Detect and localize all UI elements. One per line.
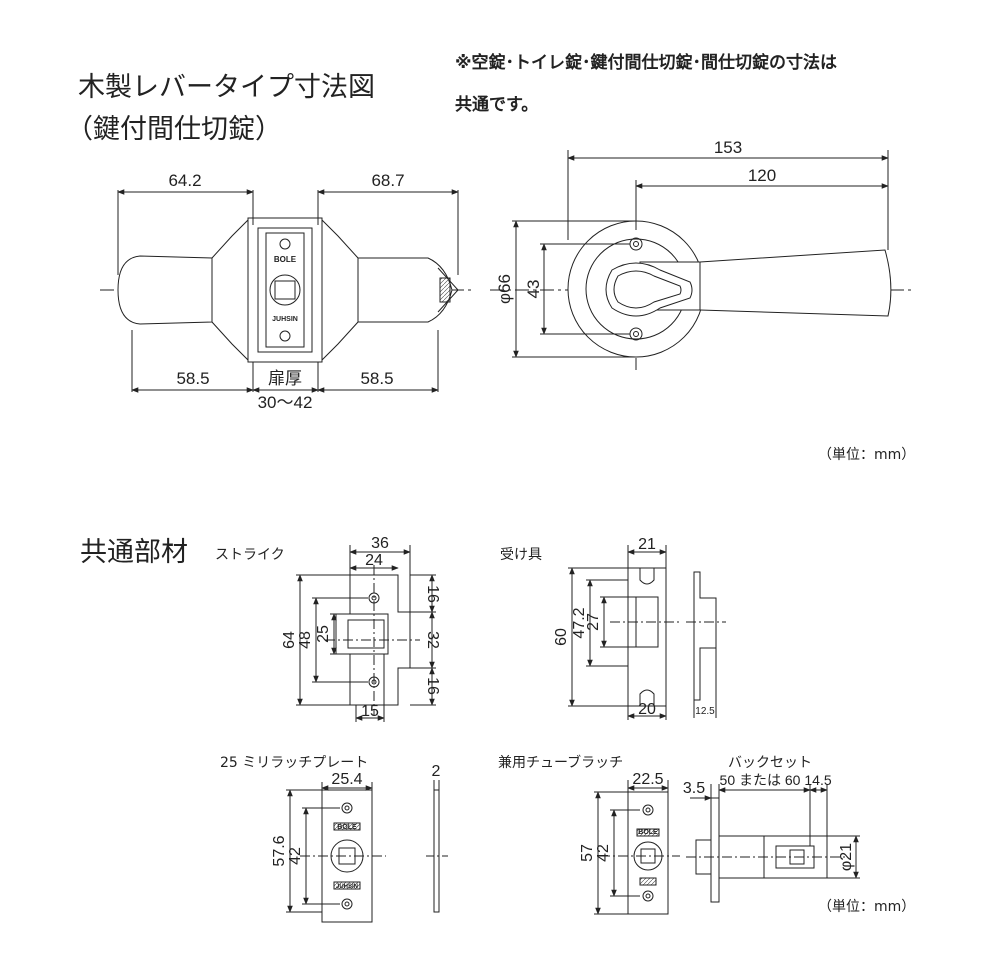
dim-tube-14-5: 14.5 — [804, 772, 831, 788]
unit-label-top: （単位：mm） — [818, 447, 916, 463]
dim-plate-thickness: 2 — [432, 763, 441, 780]
dim-strike-16-bottom: 16 — [424, 677, 441, 695]
part-label-tube-latch: 兼用チューブラッチ — [498, 755, 624, 771]
front-view-lever — [490, 208, 915, 370]
dim-tube-3-5: 3.5 — [683, 780, 705, 797]
dim-front-diameter: φ66 — [495, 274, 514, 304]
dim-tube-42: 42 — [595, 844, 612, 862]
dim-plate-57: 57.6 — [271, 835, 288, 866]
dim-side-left-top: 64.2 — [168, 171, 201, 190]
dim-recv-20: 20 — [638, 701, 656, 718]
part-label-backset: バックセット — [728, 755, 812, 771]
section-title-common-parts: 共通部材 — [80, 537, 188, 568]
dim-door-thickness-range: 30～42 — [258, 393, 313, 412]
dim-strike-32: 32 — [424, 631, 441, 649]
engraving-maker-side: JUHSIN — [272, 316, 298, 323]
dim-tube-57: 57 — [579, 844, 596, 862]
part-label-strike: ストライク — [215, 547, 285, 563]
dim-side-right-bottom: 58.5 — [360, 369, 393, 388]
engraving-brand-tube: BOLE — [638, 829, 658, 836]
part-label-receiver: 受け具 — [500, 547, 542, 563]
dim-recv-60: 60 — [553, 628, 570, 646]
dim-plate-42: 42 — [287, 847, 304, 865]
common-note-line2: 共通です。 — [455, 95, 539, 115]
engraving-brand-plate: BOLE — [337, 824, 357, 831]
dim-side-left-bottom: 58.5 — [176, 369, 209, 388]
dim-recv-thickness: 12.5 — [695, 706, 715, 717]
side-view-lock — [100, 217, 475, 363]
dim-front-total-width: 153 — [714, 138, 742, 157]
tube-latch — [600, 791, 845, 915]
dim-strike-64: 64 — [281, 631, 298, 649]
dim-strike-25: 25 — [315, 625, 332, 643]
dim-strike-48: 48 — [297, 631, 314, 649]
dim-tube-diameter: φ21 — [838, 843, 855, 871]
engraving-maker-plate: JUHSIN — [336, 884, 358, 890]
latch-plate — [300, 789, 448, 923]
dim-plate-width: 25.4 — [331, 771, 362, 788]
unit-label-bottom: （単位：mm） — [818, 899, 916, 915]
dim-front-pitch: 43 — [524, 280, 543, 299]
page-title: 木製レバータイプ寸法図 — [78, 72, 375, 103]
engraving-brand-side: BOLE — [274, 255, 297, 264]
dim-recv-27: 27 — [585, 613, 602, 631]
dim-front-lever-width: 120 — [748, 166, 776, 185]
part-label-latch-plate: 25 ミリラッチプレート — [220, 755, 369, 771]
dim-strike-15: 15 — [361, 703, 379, 720]
dim-tube-width: 22.5 — [632, 771, 663, 788]
dim-side-right-top: 68.7 — [371, 171, 404, 190]
dim-strike-16-top: 16 — [424, 585, 441, 603]
common-note-line1: ※空錠･トイレ錠･鍵付間仕切錠･間仕切錠の寸法は — [455, 53, 838, 73]
dim-recv-21: 21 — [638, 536, 656, 553]
dim-recv-47: 47.2 — [571, 607, 588, 638]
dim-tube-backset: 50 または 60 — [720, 772, 801, 788]
receiver-part — [610, 567, 726, 707]
strike-plate — [325, 565, 420, 715]
dim-strike-24: 24 — [365, 552, 383, 569]
page-subtitle: （鍵付間仕切錠） — [66, 114, 282, 145]
dim-strike-36: 36 — [371, 535, 389, 552]
dim-door-thickness-label: 扉厚 — [268, 369, 302, 388]
